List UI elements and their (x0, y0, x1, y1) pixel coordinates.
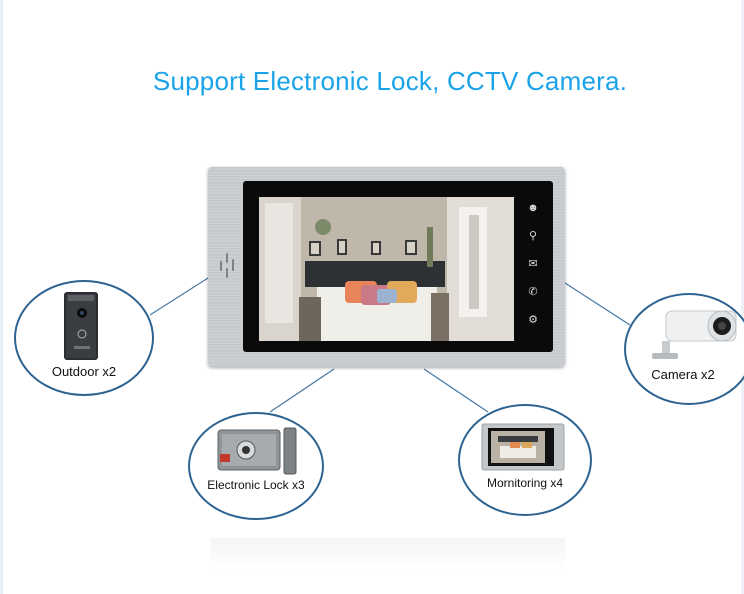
key-icon[interactable]: ⚲ (528, 230, 538, 242)
phone-icon[interactable]: ✆ (528, 286, 538, 298)
lock-label: Electronic Lock x3 (207, 478, 305, 492)
monitor-icon (481, 423, 565, 471)
outdoor-bubble: Outdoor x2 (14, 280, 154, 396)
monitor-screen (259, 197, 514, 341)
camera-bubble: Camera x2 (624, 293, 744, 405)
page-edge-right (741, 0, 744, 594)
message-icon[interactable]: ✉ (528, 258, 538, 270)
headline: Support Electronic Lock, CCTV Camera. (152, 66, 628, 96)
camera-label: Camera x2 (651, 367, 715, 382)
bedroom-preview-image (259, 197, 514, 341)
outdoor-label: Outdoor x2 (51, 364, 117, 379)
monitor-reflection (210, 538, 565, 570)
speaker-grille (218, 251, 240, 281)
doorbell-panel-icon (64, 292, 98, 360)
lock-icon (217, 427, 297, 475)
monitoring-label: Mornitoring x4 (486, 476, 564, 490)
monitor-panel: ☻ ⚲ ✉ ✆ ⚙ (243, 181, 553, 352)
monitoring-bubble: Mornitoring x4 (458, 404, 592, 516)
cctv-camera-icon (652, 310, 737, 359)
indoor-monitor: ☻ ⚲ ✉ ✆ ⚙ (208, 167, 565, 367)
gear-icon[interactable]: ⚙ (528, 314, 538, 326)
lock-bubble: Electronic Lock x3 (188, 412, 324, 520)
page-edge-left (0, 0, 3, 594)
user-icon[interactable]: ☻ (527, 202, 539, 214)
